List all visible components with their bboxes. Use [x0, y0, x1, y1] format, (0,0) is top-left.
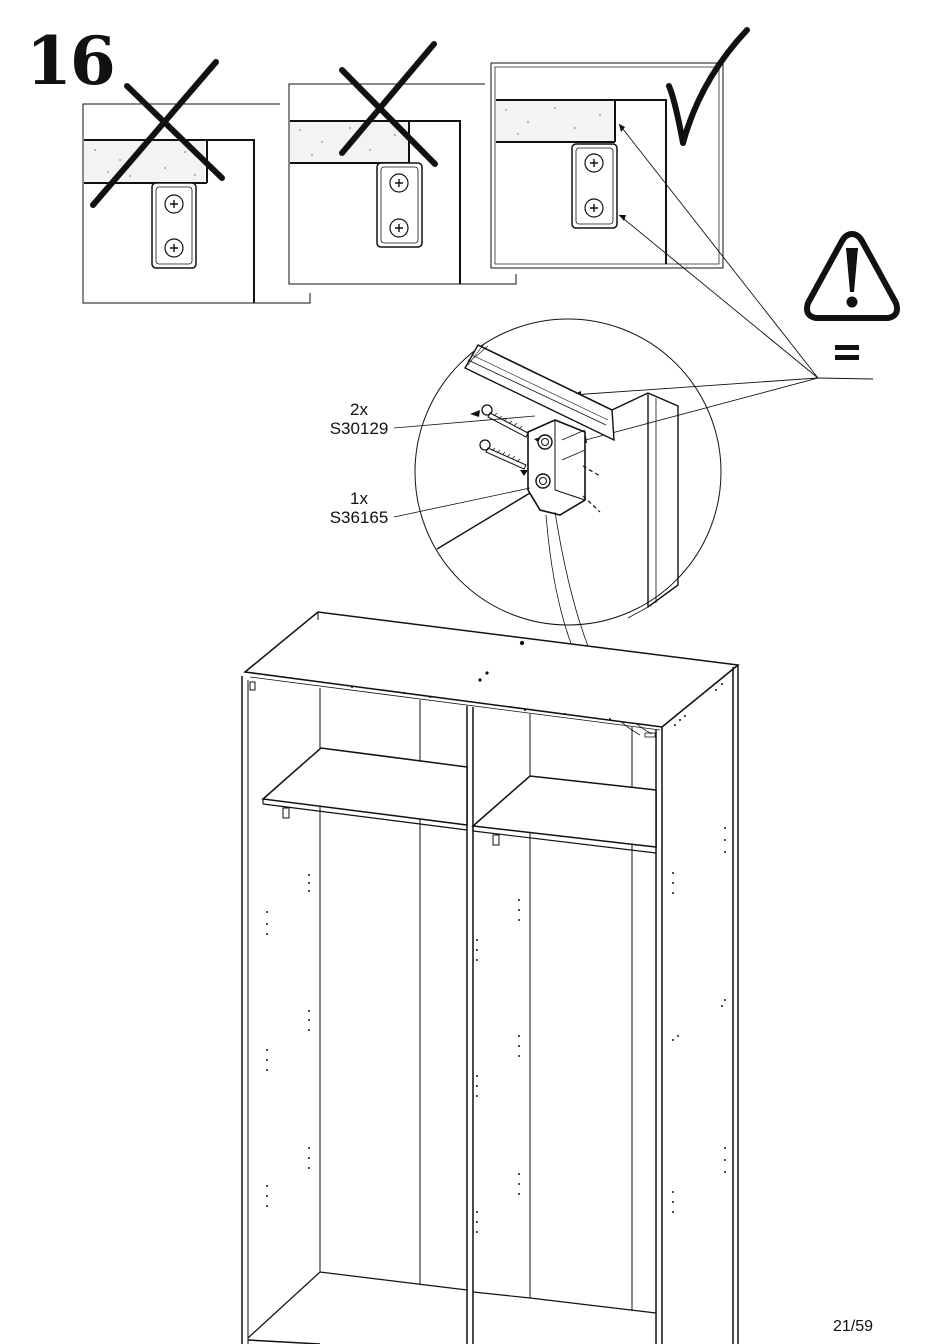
- warning-triangle-icon: [807, 234, 897, 318]
- part-quantity: 1x: [324, 489, 394, 508]
- equals-sign: [835, 345, 859, 360]
- part-label-screw: 2x S30129: [324, 400, 394, 438]
- magnified-detail-circle: [394, 319, 721, 625]
- screw-icon: [480, 440, 526, 469]
- detail-panel-wrong-2: [289, 44, 516, 284]
- detail-panel-wrong-1: [83, 62, 310, 303]
- part-quantity: 2x: [324, 400, 394, 419]
- wardrobe-carcass: [242, 612, 738, 1344]
- part-label-bracket: 1x S36165: [324, 489, 394, 527]
- part-code: S30129: [324, 419, 394, 438]
- part-code: S36165: [324, 508, 394, 527]
- check-mark-icon: [669, 30, 747, 143]
- page-number: 21/59: [833, 1318, 873, 1336]
- detail-panel-correct: [491, 30, 818, 378]
- screw-icon: [482, 405, 528, 437]
